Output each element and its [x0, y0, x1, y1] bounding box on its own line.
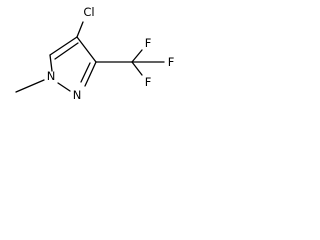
- bond-c3-n2-inner: [80, 62, 91, 83]
- bond-cf3-f-bottom: [131, 61, 143, 76]
- atom-label-n1: N: [47, 69, 56, 83]
- bond-c5-c4: [49, 36, 78, 56]
- chemical-structure: Cl N N F F F: [15, 5, 175, 102]
- bond-c4-c3: [76, 36, 97, 63]
- atom-label-fluorine-top: F: [145, 36, 152, 50]
- atom-label-n2: N: [73, 88, 82, 102]
- atom-label-chlorine: Cl: [83, 5, 94, 19]
- bond-n1-methyl: [15, 79, 45, 93]
- bond-n1-c5: [49, 54, 53, 72]
- bond-c3-n2: [84, 61, 97, 87]
- bond-cf3-f-top: [131, 49, 143, 63]
- bond-n2-n1: [57, 82, 71, 92]
- bond-c4-cl: [76, 21, 84, 38]
- atom-label-fluorine-right: F: [168, 55, 175, 69]
- atom-label-fluorine-bottom: F: [145, 75, 152, 89]
- bond-c5-c4-inner: [54, 42, 79, 60]
